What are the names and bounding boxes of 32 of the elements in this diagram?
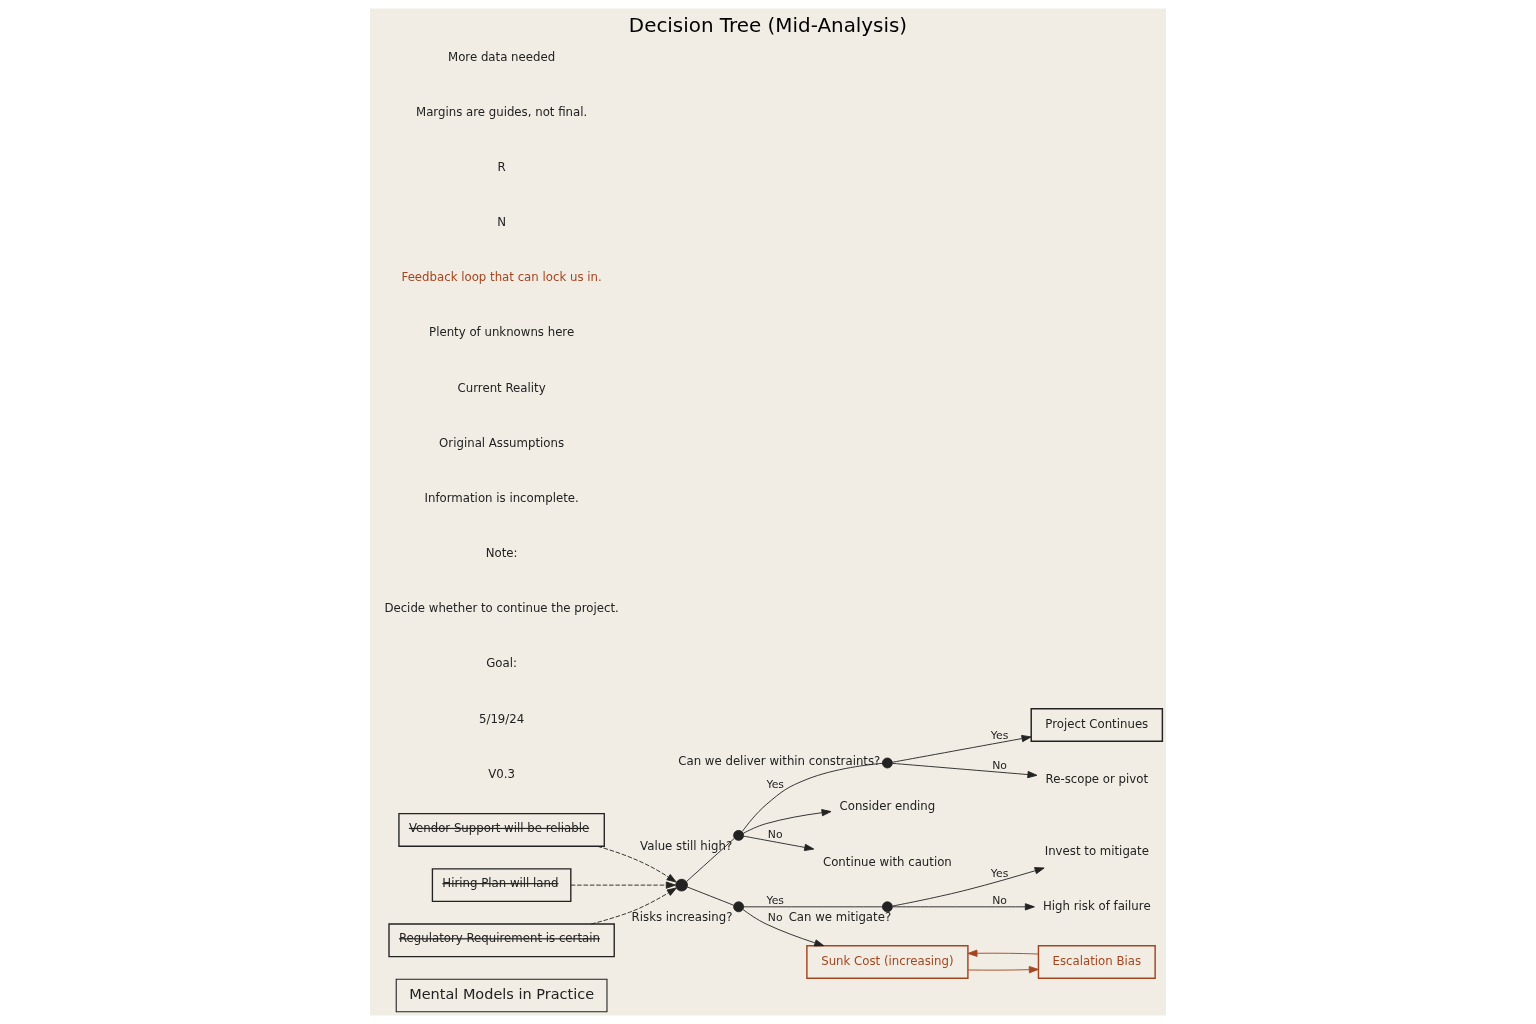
node-text: Re-scope or pivot xyxy=(1045,772,1149,787)
label: Decide whether to continue the project. xyxy=(384,601,619,616)
label: Plenty of unknowns here xyxy=(429,325,575,340)
label: Feedback loop that can lock us in. xyxy=(401,270,602,285)
edge-label: No xyxy=(767,827,783,841)
label: Goal: xyxy=(486,656,517,671)
edge-label: No xyxy=(992,893,1007,907)
edge-label: No xyxy=(767,910,783,924)
label: N xyxy=(497,215,507,230)
edge-label: Yes xyxy=(766,893,784,907)
node-text: Invest to mitigate xyxy=(1044,843,1149,858)
label: 5/19/24 xyxy=(478,711,525,726)
node-label: Value still high? xyxy=(640,838,733,853)
diagram-title: Decision Tree (Mid-Analysis) xyxy=(628,13,908,37)
node-text: High risk of failure xyxy=(1042,898,1151,913)
node-label: Can we mitigate? xyxy=(788,910,892,925)
label: Original Assumptions xyxy=(439,435,565,450)
label: R xyxy=(497,159,506,174)
edge-label: Yes xyxy=(990,729,1009,743)
edge-label: No xyxy=(992,758,1007,772)
edge-label: Yes xyxy=(766,777,784,791)
node-label: Can we deliver within constraints? xyxy=(678,753,881,768)
label: More data needed xyxy=(448,49,556,64)
label: V0.3 xyxy=(488,766,515,781)
label: Note: xyxy=(485,546,518,561)
label: Information is incomplete. xyxy=(424,490,579,505)
label: Margins are guides, not final. xyxy=(416,104,588,119)
label: Current Reality xyxy=(457,380,546,395)
edge-label: Yes xyxy=(990,866,1009,880)
node-text: Consider ending xyxy=(839,799,936,814)
node-text: Continue with caution xyxy=(822,854,952,869)
node-label: Risks increasing? xyxy=(631,910,733,925)
